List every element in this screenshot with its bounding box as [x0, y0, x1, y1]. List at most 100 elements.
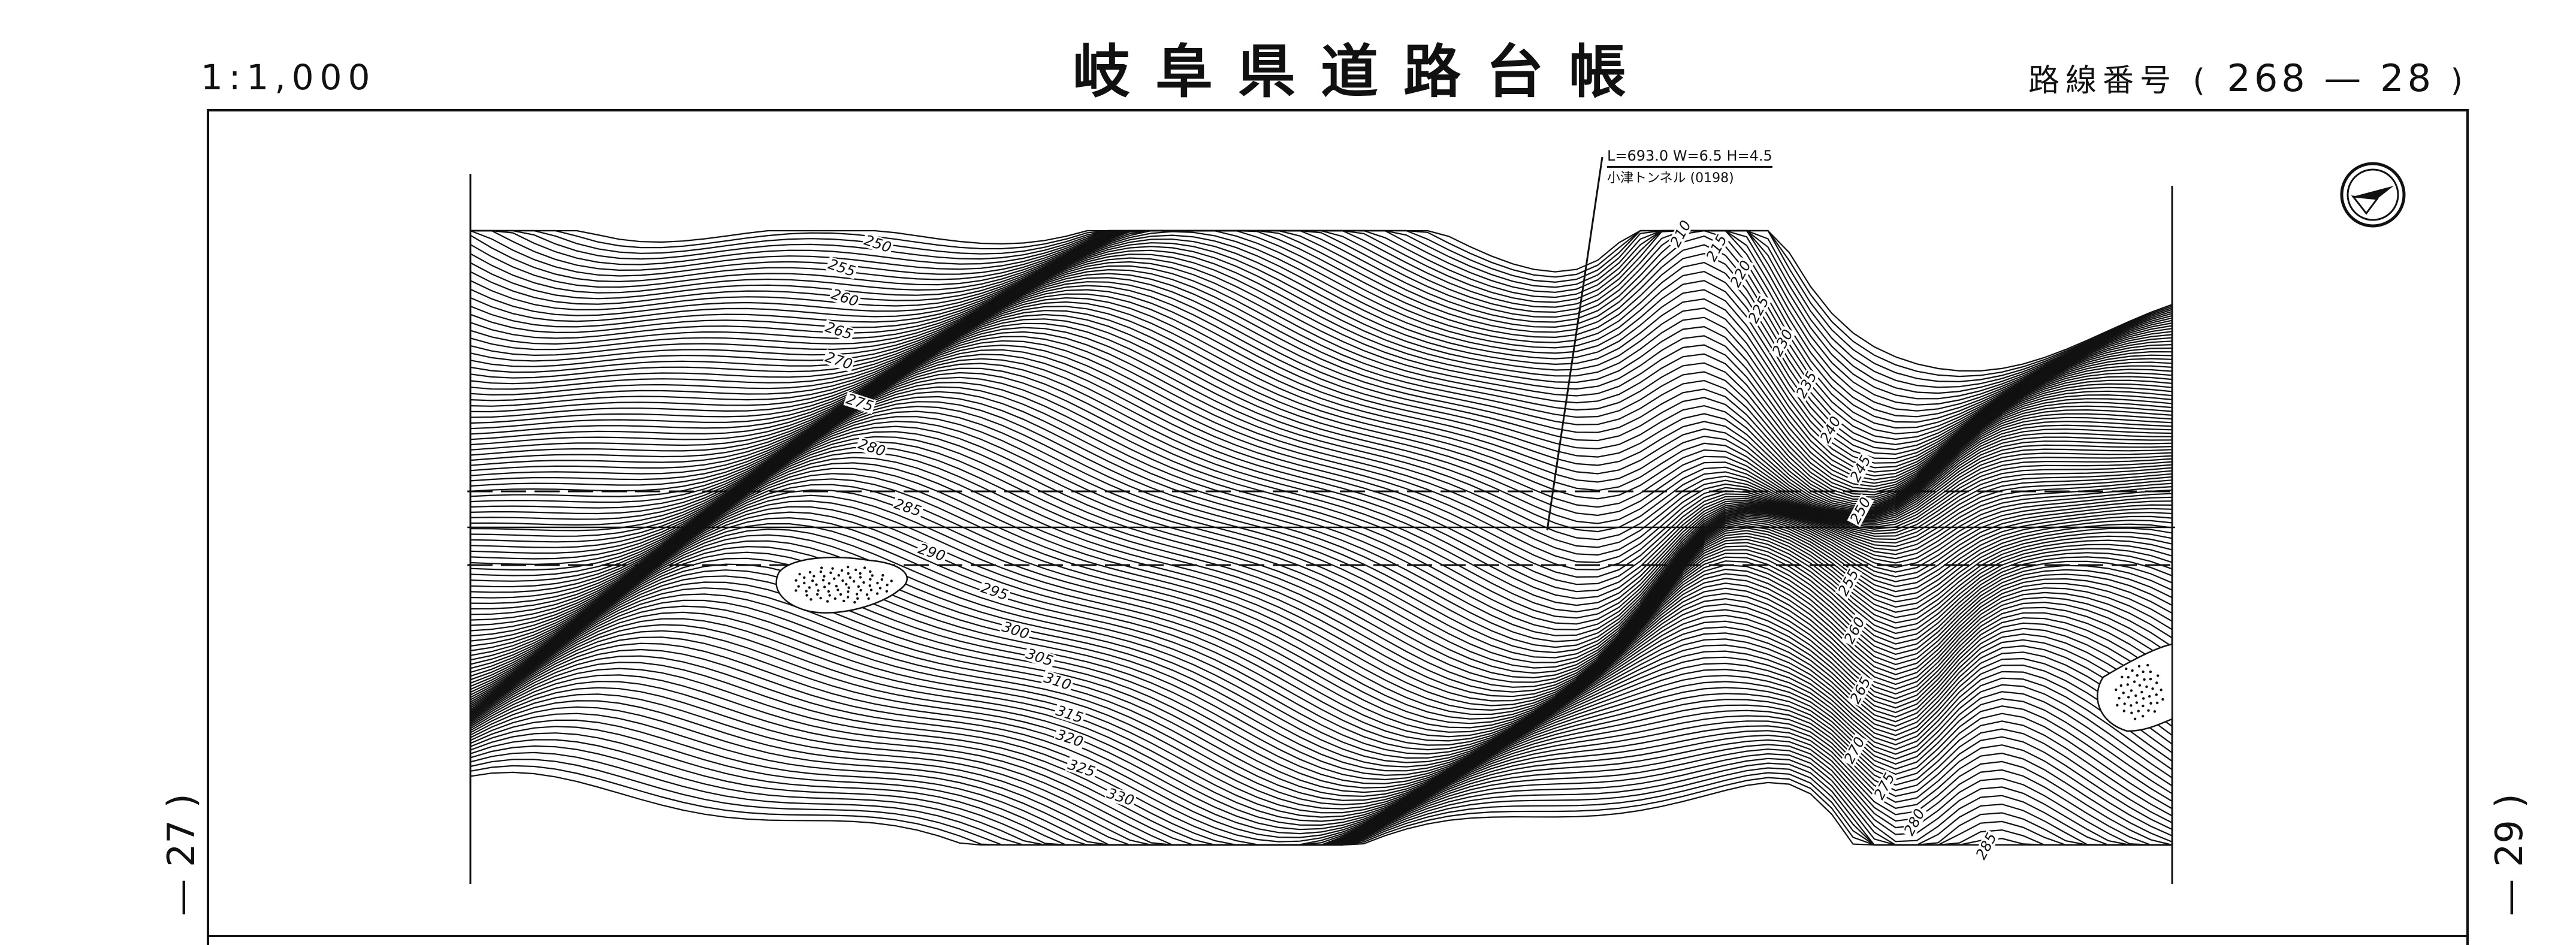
rock-stipple	[859, 572, 862, 575]
rock-stipple	[815, 583, 818, 586]
rock-stipple	[837, 573, 841, 577]
rock-stipple	[885, 590, 889, 593]
rock-stipple	[808, 570, 812, 574]
rock-outcrops	[775, 556, 2173, 732]
rock-stipple	[847, 572, 850, 575]
contour-line	[470, 436, 2173, 679]
rock-stipple	[811, 579, 814, 582]
contour-line	[470, 230, 2173, 418]
rock-stipple	[831, 567, 834, 570]
contour-line	[470, 528, 2173, 755]
rock-stipple	[2140, 690, 2143, 694]
rock-stipple	[869, 578, 872, 581]
contour-line	[470, 265, 2173, 493]
contour-line	[470, 431, 2173, 674]
rock-stipple	[829, 571, 832, 574]
rock-stipple	[795, 589, 798, 592]
contour-line	[470, 446, 2173, 688]
contour-line	[470, 230, 2173, 445]
rock-stipple	[853, 600, 856, 604]
rock-outcrop-east	[2097, 643, 2173, 732]
rock-stipple	[2153, 710, 2157, 713]
contour-line	[470, 618, 2173, 818]
rock-stipple	[805, 594, 808, 597]
contour-line	[470, 261, 2173, 490]
tunnel-dimensions: L=693.0 W=6.5 H=4.5	[1607, 147, 1772, 168]
contour-line	[470, 642, 2173, 835]
contour-line	[470, 230, 2173, 429]
rock-stipple	[2138, 684, 2142, 687]
tunnel-annotation: L=693.0 W=6.5 H=4.5 小津トンネル (0198)	[1607, 147, 1772, 187]
contour-line	[470, 231, 2173, 460]
rock-stipple	[2155, 681, 2158, 684]
rock-stipple	[2142, 715, 2145, 718]
rock-stipple	[813, 575, 816, 578]
contour-line	[470, 246, 2173, 477]
rock-stipple	[2119, 684, 2122, 687]
rock-stipple	[848, 576, 852, 579]
map-scale: 1:1,000	[201, 57, 376, 98]
rock-stipple	[2122, 692, 2125, 695]
rock-stipple	[2115, 688, 2118, 692]
contour-line	[470, 358, 2173, 585]
rock-stipple	[819, 596, 822, 600]
rock-stipple	[2147, 709, 2150, 712]
rock-stipple	[819, 570, 823, 573]
rock-stipple	[854, 568, 857, 572]
rock-stipple	[2142, 697, 2145, 700]
rock-stipple	[2137, 709, 2140, 712]
contour-line	[470, 467, 2173, 707]
contour-line	[470, 636, 2173, 831]
rock-stipple	[2151, 687, 2154, 690]
rock-stipple	[816, 593, 819, 596]
contour-line	[470, 569, 2173, 784]
rock-stipple	[859, 576, 862, 579]
rock-stipple	[2118, 697, 2121, 700]
contour-lines	[470, 230, 2173, 846]
road-alignment	[467, 156, 2175, 566]
page-title: 岐阜県道路台帳	[1073, 38, 1651, 105]
rock-stipple	[855, 593, 859, 596]
contour-line	[470, 551, 2173, 772]
contour-line	[470, 500, 2173, 733]
rock-stipple	[2135, 701, 2139, 704]
contour-line	[470, 593, 2173, 801]
rock-stipple	[2133, 680, 2136, 683]
rock-stipple	[2130, 711, 2133, 714]
contour-line	[470, 367, 2173, 599]
contour-line	[470, 473, 2173, 711]
rock-stipple	[805, 590, 808, 593]
contour-line	[470, 376, 2173, 613]
contour-line	[470, 630, 2173, 826]
rock-stipple	[823, 585, 826, 588]
route-number-close: )	[2450, 63, 2469, 99]
route-number-value: 268 — 28	[2227, 56, 2435, 100]
contour-line	[470, 257, 2173, 487]
contour-line	[470, 611, 2173, 814]
contour-line	[470, 517, 2173, 746]
contour-line	[470, 372, 2173, 606]
rock-stipple	[2116, 704, 2119, 707]
rock-stipple	[2148, 695, 2151, 698]
rock-stipple	[835, 585, 838, 588]
contour-line	[470, 511, 2173, 742]
rock-outcrop-west	[775, 556, 908, 614]
rock-stipple	[2157, 674, 2160, 677]
rock-stipple	[827, 590, 831, 593]
rock-stipple	[2123, 702, 2126, 705]
rock-stipple	[833, 597, 837, 600]
rock-stipple	[2156, 701, 2159, 705]
rock-stipple	[2145, 685, 2148, 689]
rock-stipple	[2149, 678, 2152, 681]
contour-line	[470, 336, 2173, 548]
route-number: 路線番号 ( 268 — 28 )	[2028, 60, 2469, 97]
contour-line	[470, 478, 2173, 715]
rock-stipple	[2127, 676, 2130, 679]
map-frame	[207, 109, 2469, 945]
contour-line	[470, 391, 2173, 630]
contour-line	[470, 421, 2173, 663]
rock-stipple	[823, 575, 826, 578]
contour-line	[470, 281, 2173, 502]
contour-line	[470, 322, 2173, 524]
rock-stipple	[869, 570, 872, 573]
